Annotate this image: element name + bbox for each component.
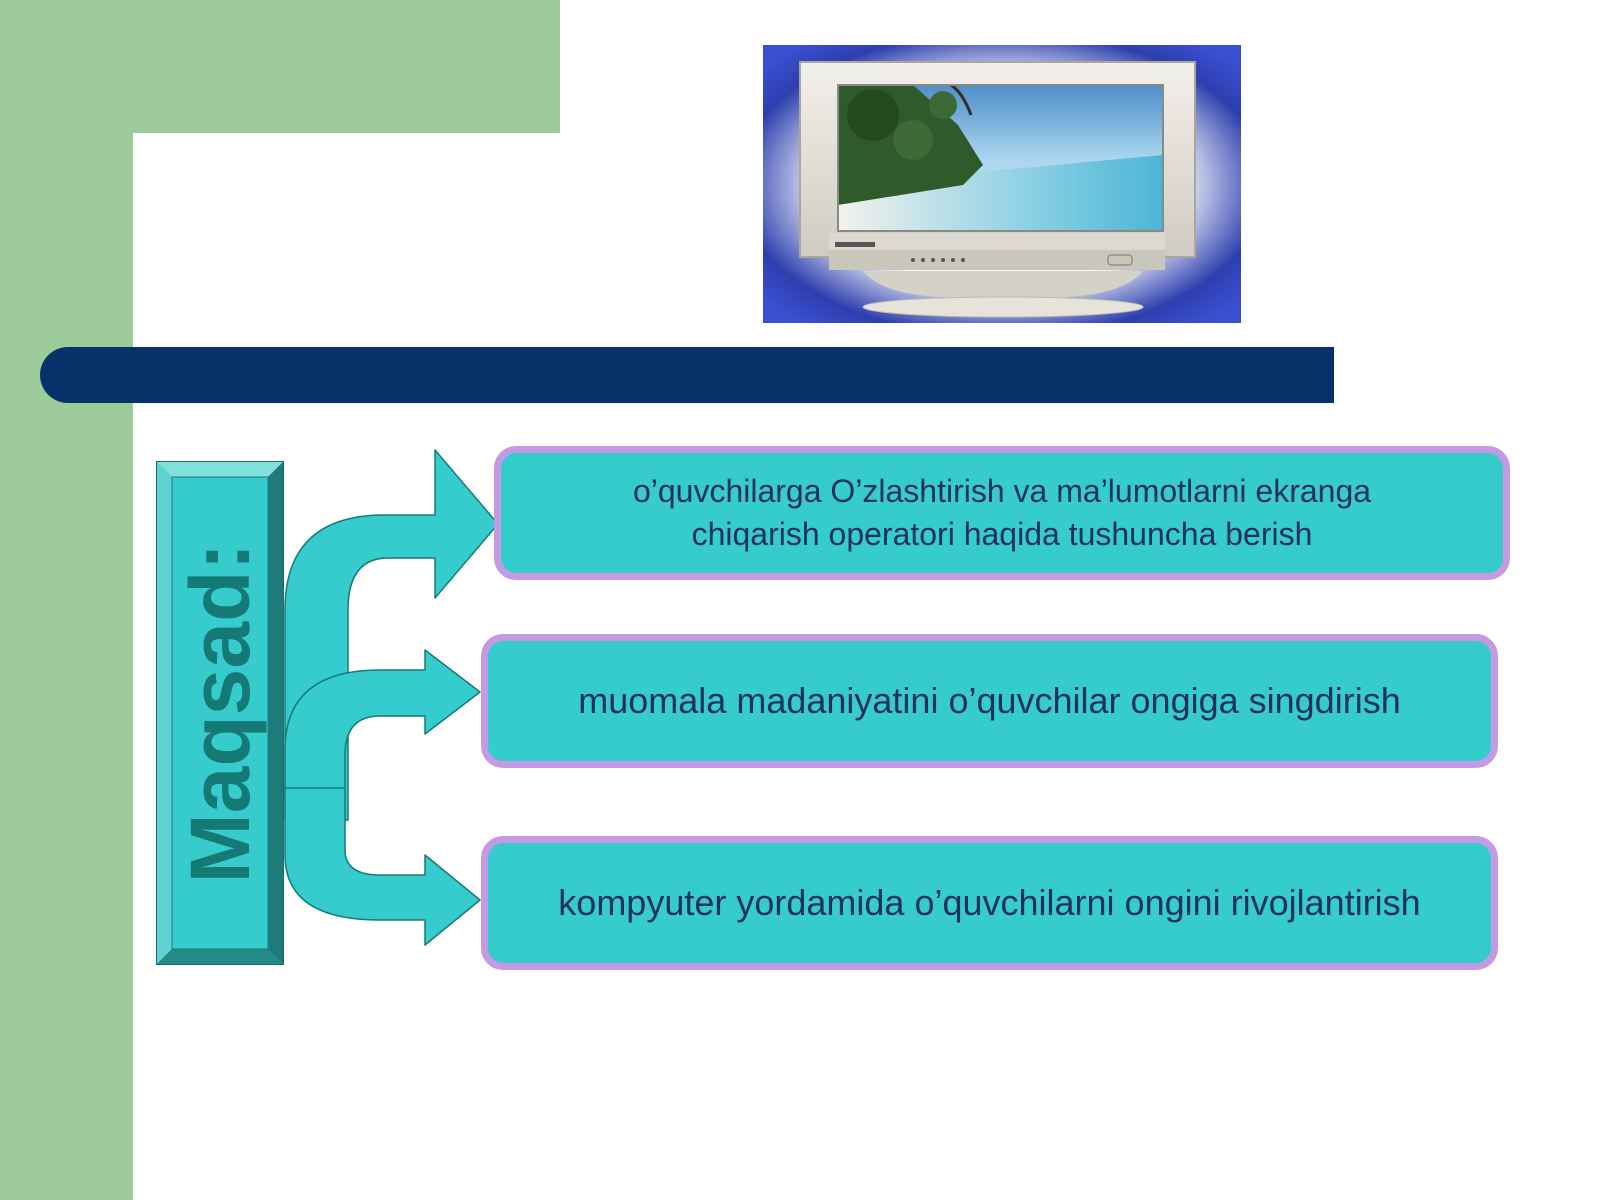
curved-arrow-icon [270, 440, 510, 950]
goal-1-line-2: chiqarish operatori haqida tushuncha ber… [691, 516, 1313, 552]
goal-box-1: o’quvchilarga O’zlashtirish va ma’lumotl… [494, 446, 1510, 580]
crt-monitor-beach-icon [763, 45, 1241, 323]
title-bar [40, 347, 1334, 403]
green-top-background [0, 0, 560, 133]
maqsad-label: Maqsad: [173, 542, 267, 884]
maqsad-label-box [156, 461, 284, 965]
goal-2-text: muomala madaniyatini o’quvchilar ongiga … [578, 680, 1401, 721]
green-sidebar-background [0, 0, 133, 1200]
goal-box-3: kompyuter yordamida o’quvchilarni ongini… [481, 836, 1498, 970]
goal-box-2: muomala madaniyatini o’quvchilar ongiga … [481, 634, 1498, 768]
goal-1-line-1: o’quvchilarga O’zlashtirish va ma’lumotl… [632, 473, 1372, 509]
goal-3-text: kompyuter yordamida o’quvchilarni ongini… [558, 882, 1421, 923]
goal-1-text: o’quvchilarga O’zlashtirish va ma’lumotl… [633, 470, 1371, 556]
